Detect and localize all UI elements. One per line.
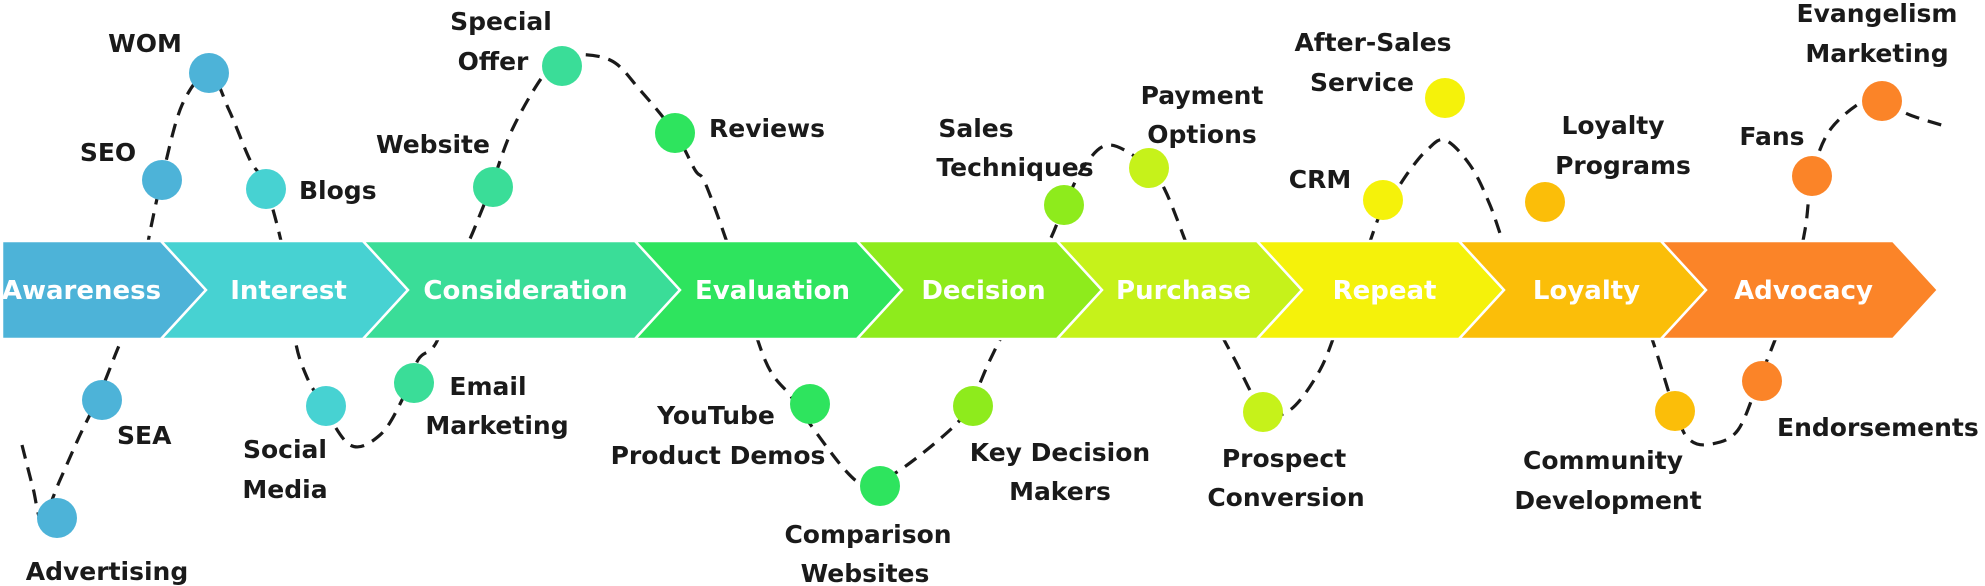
touchpoint-dot-website [473,167,513,207]
stage-label-advocacy: Advocacy [1734,276,1873,306]
touchpoint-dot-fans [1792,156,1832,196]
stage-label-interest: Interest [230,276,347,306]
touchpoint-label-key-decision-makers-line2: Makers [1009,477,1111,506]
touchpoint-dot-comparison-websites [860,466,900,506]
touchpoint-label-youtube-product-demos-line2: Product Demos [611,441,826,470]
stage-arrow-advocacy [1658,239,1940,341]
touchpoint-label-social-media-line1: Social [243,435,327,464]
touchpoint-label-comparison-websites-line2: Websites [801,559,930,586]
touchpoint-label-wom: WOM [108,29,182,58]
touchpoint-label-sales-techniques-line1: Sales [938,114,1013,143]
touchpoint-label-endorsements: Endorsements [1777,413,1979,442]
touchpoint-label-special-offer-line1: Special [450,7,552,36]
touchpoint-label-loyalty-programs-line1: Loyalty [1561,111,1664,140]
touchpoint-dot-evangelism-marketing [1862,81,1902,121]
touchpoint-dot-social-media [306,386,346,426]
touchpoint-dot-layer [37,46,1902,538]
touchpoint-label-sales-techniques-line2: Techniques [936,153,1093,182]
touchpoint-label-prospect-conversion-line1: Prospect [1222,444,1346,473]
touchpoint-dot-wom [189,53,229,93]
stage-arrow-band: Awareness Interest Consideration Evaluation… [0,239,1940,341]
touchpoint-dot-endorsements [1742,361,1782,401]
touchpoint-dot-after-sales-service [1425,78,1465,118]
touchpoint-label-reviews: Reviews [709,114,825,143]
stage-label-awareness: Awareness [2,276,161,306]
touchpoint-dot-sales-techniques [1044,185,1084,225]
stage-label-purchase: Purchase [1116,276,1251,306]
stage-label-loyalty: Loyalty [1533,276,1640,306]
touchpoint-dot-crm [1363,180,1403,220]
touchpoint-dot-youtube-product-demos [790,384,830,424]
stage-label-repeat: Repeat [1333,276,1437,306]
touchpoint-label-loyalty-programs-line2: Programs [1555,151,1691,180]
touchpoint-dot-advertising [37,498,77,538]
touchpoint-label-evangelism-marketing-line2: Marketing [1805,39,1948,68]
touchpoint-dot-community-development [1655,391,1695,431]
touchpoint-label-email-marketing-line1: Email [449,372,526,401]
touchpoint-label-key-decision-makers-line1: Key Decision [970,438,1150,467]
touchpoint-label-fans: Fans [1739,122,1804,151]
touchpoint-dot-sea [82,380,122,420]
touchpoint-label-after-sales-service-line1: After-Sales [1294,28,1451,57]
touchpoint-label-blogs: Blogs [299,176,377,205]
touchpoint-dot-payment-options [1129,148,1169,188]
touchpoint-label-website: Website [376,130,490,159]
touchpoint-dot-loyalty-programs [1525,182,1565,222]
touchpoint-dot-blogs [246,169,286,209]
touchpoint-dot-prospect-conversion [1243,392,1283,432]
touchpoint-label-youtube-product-demos-line1: YouTube [656,401,775,430]
touchpoint-dot-reviews [655,113,695,153]
touchpoint-label-community-development-line1: Community [1523,446,1683,475]
touchpoint-label-crm: CRM [1289,165,1351,194]
touchpoint-label-payment-options-line2: Options [1147,120,1257,149]
touchpoint-label-social-media-line2: Media [242,475,327,504]
touchpoint-label-after-sales-service-line2: Service [1310,68,1414,97]
touchpoint-label-evangelism-marketing-line1: Evangelism [1797,0,1958,28]
touchpoint-dot-special-offer [542,46,582,86]
stage-label-consideration: Consideration [423,276,627,306]
touchpoint-label-comparison-websites-line1: Comparison [784,520,951,549]
touchpoint-dot-key-decision-makers [953,386,993,426]
touchpoint-dot-seo [142,160,182,200]
touchpoint-label-advertising: Advertising [26,557,189,586]
touchpoint-label-payment-options-line1: Payment [1141,81,1264,110]
touchpoint-label-sea: SEA [117,421,172,450]
touchpoint-label-community-development-line2: Development [1514,486,1701,515]
stage-label-decision: Decision [921,276,1045,306]
touchpoint-label-seo: SEO [80,138,136,167]
touchpoint-label-email-marketing-line2: Marketing [425,411,568,440]
touchpoint-label-prospect-conversion-line2: Conversion [1207,483,1364,512]
touchpoint-label-special-offer-line2: Offer [458,47,529,76]
touchpoint-dot-email-marketing [394,363,434,403]
stage-label-evaluation: Evaluation [695,276,850,306]
